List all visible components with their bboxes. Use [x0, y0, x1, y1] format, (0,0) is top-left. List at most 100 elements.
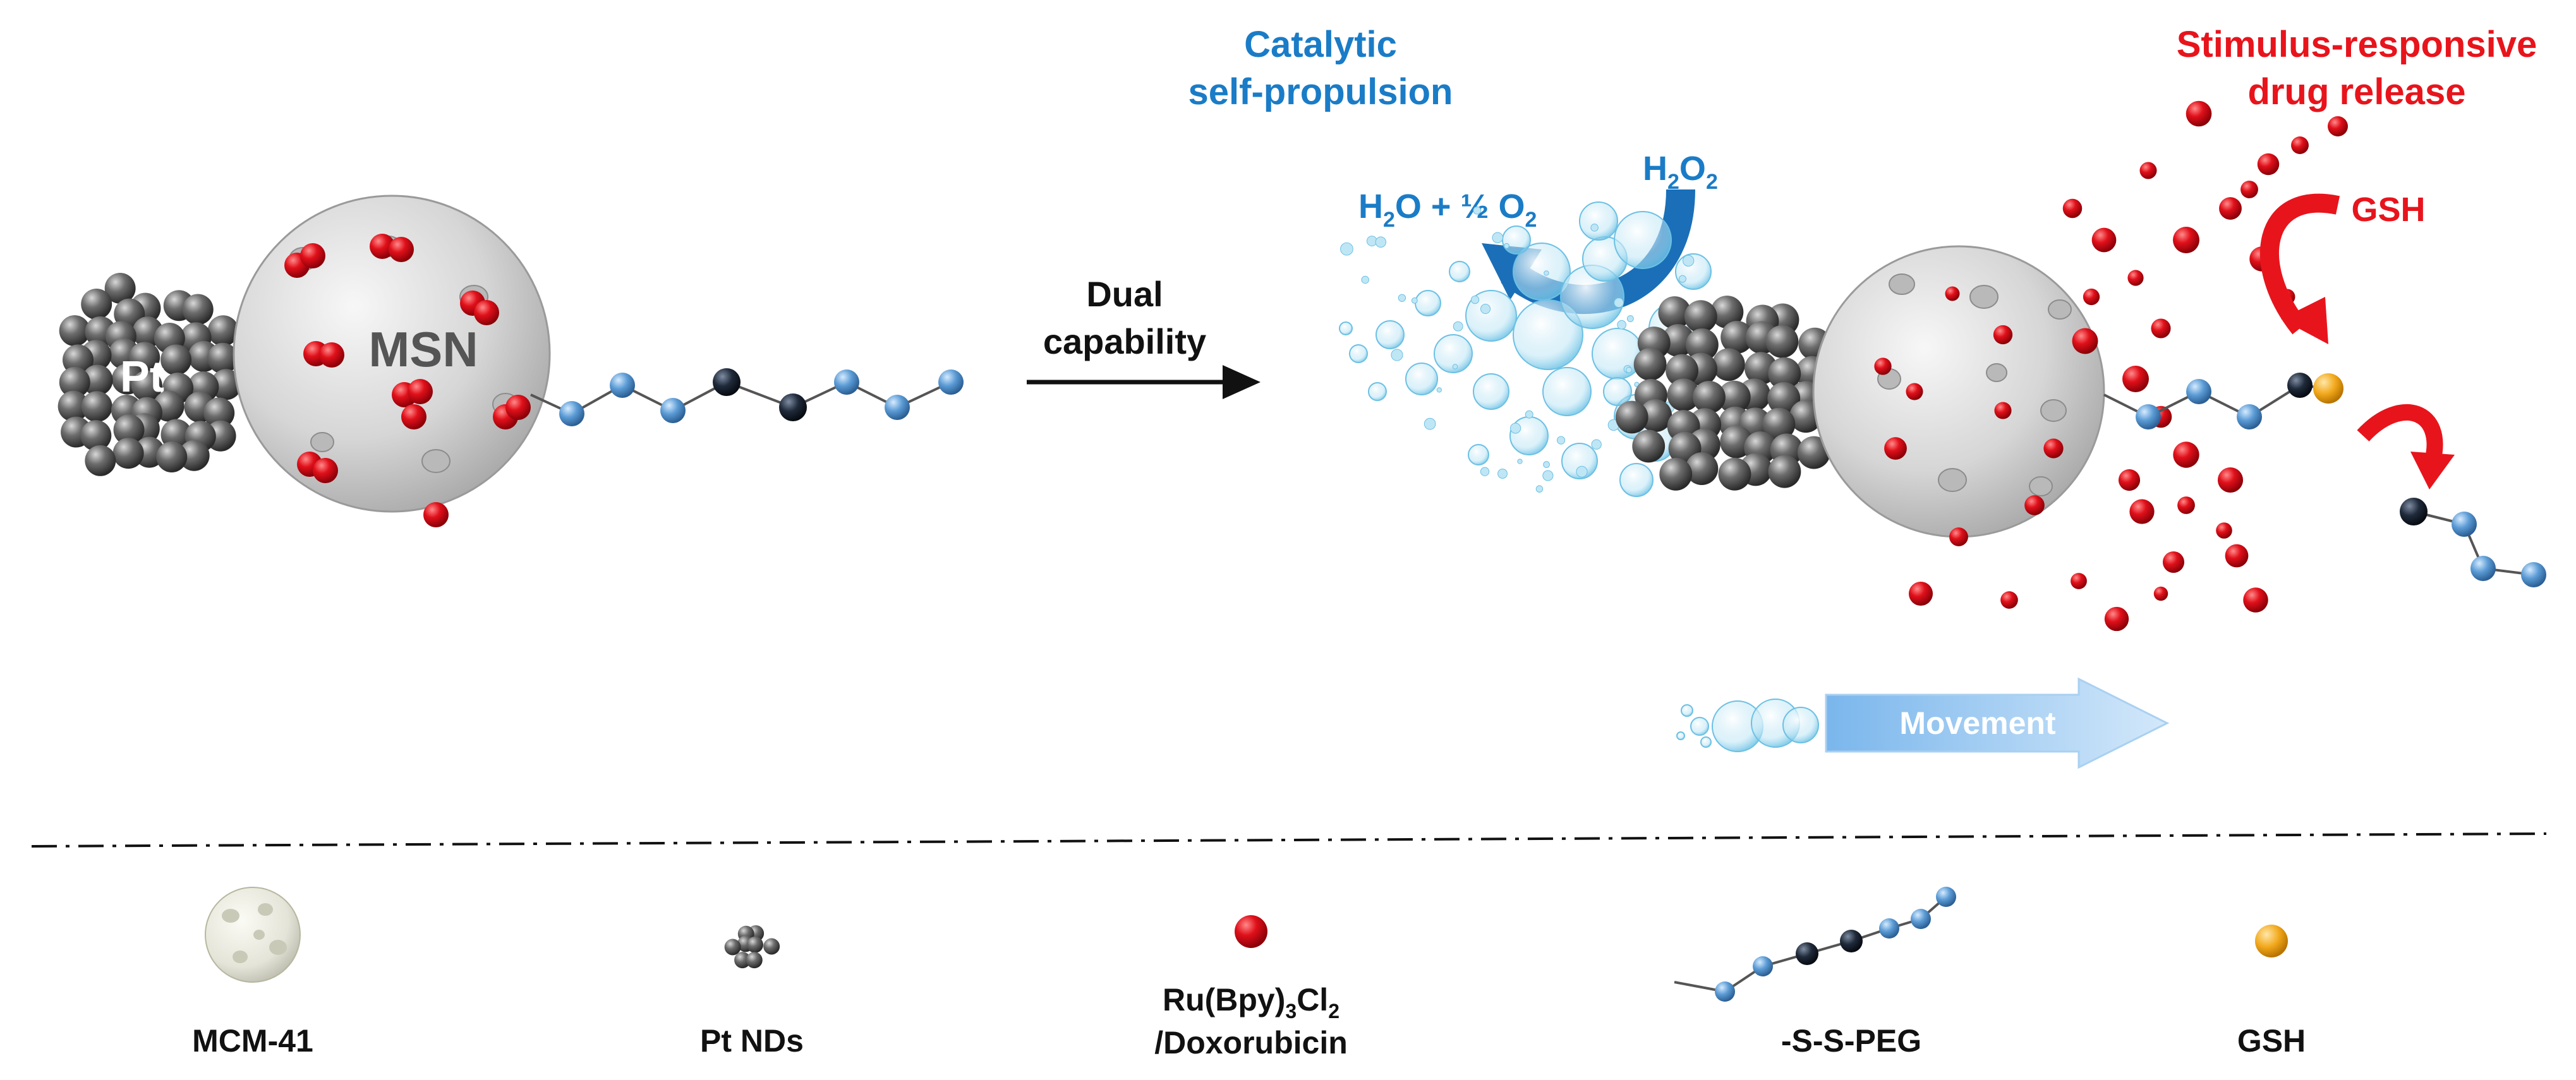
bubble [1349, 344, 1368, 363]
pore [310, 432, 334, 452]
pt-nds-icon [724, 925, 780, 969]
drug-molecule [2328, 116, 2348, 136]
drug-sphere-icon [1235, 915, 1267, 948]
bubble-small [1504, 243, 1509, 249]
pt-atom [207, 315, 239, 347]
bubble [1542, 367, 1592, 416]
bubble-small [1591, 439, 1602, 450]
drug-molecule [2122, 366, 2149, 392]
pt-atom [747, 936, 763, 953]
pt-atom [1639, 399, 1672, 433]
bubble-small [1340, 242, 1353, 256]
bubble-small [1678, 275, 1686, 283]
peg-bead [2237, 404, 2262, 429]
drug-molecule [2257, 153, 2280, 176]
pt-atom [85, 445, 116, 476]
bubble [1513, 243, 1571, 301]
peg-bead [2521, 562, 2546, 587]
bubble [1502, 225, 1531, 255]
legend-peg: -S-S-PEG [1674, 887, 1956, 1059]
legend: MCM-41 Pt NDs Ru(Bpy)3Cl2 /Doxorubicin -… [192, 887, 2306, 1060]
disulfide-bead [2287, 373, 2313, 398]
pt-atom [80, 420, 112, 452]
legend-pt-label: Pt NDs [700, 1023, 804, 1059]
bubble-small [1544, 270, 1549, 276]
msn-sphere-right [1812, 245, 2105, 538]
disulfide-bead [1840, 930, 1863, 952]
legend-mcm41: MCM-41 [192, 887, 313, 1059]
msn-pores-right [1877, 273, 2072, 496]
pt-atom [210, 369, 242, 400]
drug-molecule [2104, 606, 2129, 632]
bubble [1513, 299, 1583, 370]
gsh-attack-arrow [2260, 193, 2340, 335]
arrow-head [1223, 365, 1261, 399]
drug-molecule [300, 243, 325, 268]
legend-drug: Ru(Bpy)3Cl2 /Doxorubicin [1154, 915, 1348, 1060]
pt-atom [1658, 296, 1691, 329]
bubble-small [1497, 469, 1508, 479]
pt-atom [1684, 300, 1717, 333]
bubble [1405, 363, 1438, 395]
drug-molecule [505, 395, 531, 420]
movement-arrow [1825, 677, 2170, 769]
pt-atom [81, 391, 112, 423]
dual-capability-arrow: Dual capability [1027, 274, 1261, 399]
catalytic-title-line2: self-propulsion [1188, 71, 1453, 112]
bubble-small [1683, 255, 1695, 267]
drug-molecule [1906, 383, 1923, 400]
drug-molecule [1949, 527, 1968, 546]
bubble [1434, 334, 1473, 373]
pt-atom [1717, 380, 1751, 414]
bubble-small [1556, 436, 1566, 445]
pt-atom [1710, 296, 1744, 328]
pt-atom [1632, 429, 1666, 463]
pore [1969, 285, 1999, 309]
pt-atom [1685, 452, 1719, 486]
drug-molecule [2043, 438, 2064, 459]
legend-peg-label: -S-S-PEG [1781, 1023, 1921, 1059]
release-title-line2: drug release [2248, 71, 2466, 112]
pt-atom [1615, 400, 1648, 434]
bubble [1782, 707, 1819, 743]
pt-atom [1797, 436, 1830, 469]
bubble [1619, 463, 1654, 497]
pore [1889, 273, 1915, 295]
pt-atom [203, 397, 235, 429]
pore [2048, 299, 2072, 320]
janus-motor: Stimulus-responsive drug release GSH [1615, 24, 2546, 632]
bubble-small [1453, 321, 1463, 332]
drug-molecule [1994, 402, 2012, 419]
drug-molecule [2216, 522, 2232, 539]
bubble [1465, 290, 1517, 342]
bubble [1368, 382, 1387, 401]
pt-nanodendrite-left [57, 272, 242, 476]
pt-atom [734, 952, 751, 969]
bubble [1473, 373, 1509, 410]
bubble-small [1391, 349, 1403, 361]
bubble [1579, 201, 1618, 241]
pt-atom [129, 342, 160, 373]
catalytic-section: Catalytic self-propulsion H2O + ½ O2 H2O… [1188, 24, 1718, 497]
drug-molecule [2062, 198, 2083, 219]
disulfide-bead [713, 368, 741, 396]
disulfide-bead [779, 393, 807, 421]
pt-atom [178, 440, 210, 471]
bubble-small [1473, 206, 1482, 215]
peg-bead [2470, 556, 2496, 581]
disulfide-bead [1796, 942, 1818, 965]
bubble [1509, 416, 1549, 455]
cleaved-peg-chain [2400, 498, 2546, 587]
drug-molecule [2129, 499, 2155, 524]
pt-atom [57, 390, 89, 422]
pore [2029, 476, 2053, 496]
pt-label: Pt [120, 352, 164, 401]
bubble [1614, 211, 1672, 269]
bubble-small [1614, 297, 1624, 308]
bubble [1592, 328, 1643, 380]
gsh-attack-arrow-head [2281, 297, 2328, 344]
drug-molecule [370, 234, 395, 259]
pt-nanodendrite-right [1615, 296, 1832, 491]
pt-atom [59, 315, 90, 347]
